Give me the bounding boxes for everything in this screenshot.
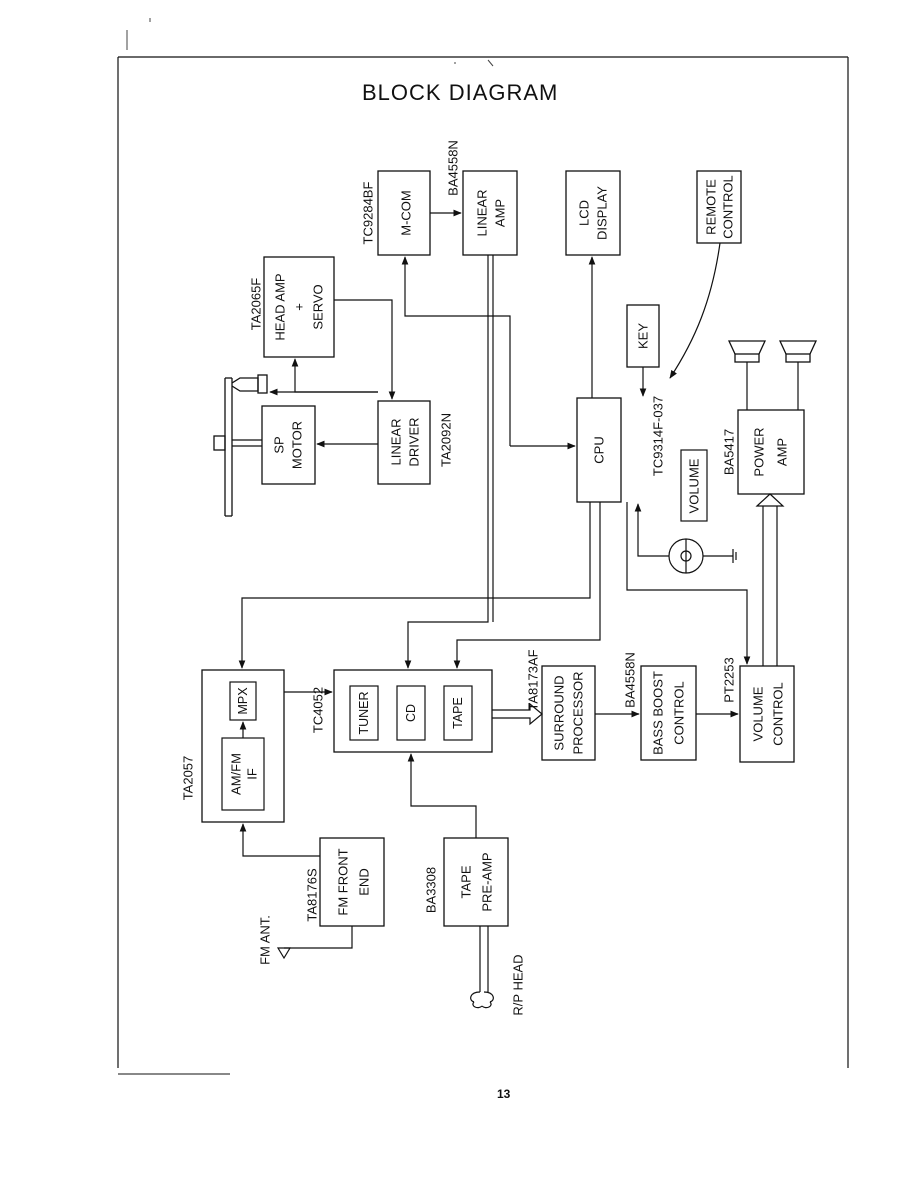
remote-label-2: CONTROL xyxy=(721,175,736,239)
volume-control-label-1: VOLUME xyxy=(751,686,766,741)
linear-driver-label-1: LINEAR xyxy=(389,419,404,466)
cpu-chip: TC9314F-037 xyxy=(651,396,666,476)
surround-block xyxy=(541,665,596,761)
signal-lines xyxy=(238,209,799,992)
fm-front-end-block xyxy=(319,837,385,927)
am-fm-label-1: AM/FM xyxy=(229,753,244,795)
if-block-chip: TA2057 xyxy=(181,756,196,801)
linear-driver-chip: TA2092N xyxy=(439,413,454,467)
cd-block xyxy=(396,685,426,741)
page-number: 13 xyxy=(497,1087,511,1101)
power-amp-label-1: POWER xyxy=(752,427,767,476)
tape-block xyxy=(443,685,473,741)
m-com-label: M-COM xyxy=(399,190,414,236)
lcd-label-1: LCD xyxy=(577,200,592,226)
selector-block xyxy=(333,669,493,753)
surround-chip: TA8173AF xyxy=(526,649,541,710)
if-block xyxy=(201,669,285,823)
mpx-label: MPX xyxy=(236,687,250,715)
scan-marks xyxy=(126,18,494,67)
selector-to-surround-arrow xyxy=(492,702,543,726)
linear-amp-label-2: AMP xyxy=(493,199,508,227)
cpu-label: CPU xyxy=(592,436,607,463)
speaker-icon xyxy=(727,340,818,363)
linear-amp-chip: BA4558N xyxy=(446,140,461,196)
bass-boost-chip: BA4558N xyxy=(623,652,638,708)
key-label: KEY xyxy=(636,323,651,349)
head-amp-label-3: SERVO xyxy=(311,284,326,329)
volume-control-chip: PT2253 xyxy=(722,657,737,703)
rp-head-label: R/P HEAD xyxy=(511,954,526,1015)
linear-amp-label-1: LINEAR xyxy=(475,190,490,237)
fm-ant-label: FM ANT. xyxy=(258,915,273,965)
sp-motor-block xyxy=(261,405,316,485)
head-amp-block xyxy=(263,256,335,358)
head-amp-chip: TA2065F xyxy=(249,278,264,331)
tape-preamp-label-1: TAPE xyxy=(459,865,474,898)
power-amp-label-2: AMP xyxy=(775,438,790,466)
page-title: BLOCK DIAGRAM xyxy=(362,80,558,105)
m-com-chip: TC9284BF xyxy=(361,182,376,245)
cpu-block xyxy=(576,397,622,503)
mpx-block xyxy=(229,681,257,721)
tape-preamp-chip: BA3308 xyxy=(424,867,439,913)
volume-control-block xyxy=(739,665,795,763)
am-fm-label-2: IF xyxy=(245,768,260,780)
surround-label-2: PROCESSOR xyxy=(571,671,586,754)
linear-driver-block xyxy=(377,400,431,485)
linear-driver-label-2: DRIVER xyxy=(407,417,422,466)
antenna-icon xyxy=(276,947,292,960)
volume-block xyxy=(680,449,708,522)
sp-motor-label-1: SP xyxy=(272,436,287,453)
tape-head-icon xyxy=(470,991,494,1009)
remote-control-block xyxy=(696,170,742,244)
volume-label: VOLUME xyxy=(687,458,702,513)
remote-label-1: REMOTE xyxy=(704,179,719,235)
surround-label-1: SURROUND xyxy=(552,675,567,750)
power-amp-block xyxy=(737,409,805,495)
bass-boost-label-1: BASS BOOST xyxy=(651,671,666,755)
volume-control-label-2: CONTROL xyxy=(771,682,786,746)
linear-amp-block xyxy=(462,170,518,256)
tape-label: TAPE xyxy=(451,697,465,729)
power-amp-chip: BA5417 xyxy=(722,429,737,475)
tape-preamp-label-2: PRE-AMP xyxy=(480,852,495,911)
head-amp-label-1: HEAD AMP xyxy=(273,273,288,340)
disc-spindle-icon xyxy=(213,374,268,517)
cd-label: CD xyxy=(404,704,418,722)
lcd-display-block xyxy=(565,170,621,256)
page-frame xyxy=(117,56,849,1068)
lcd-label-2: DISPLAY xyxy=(595,186,610,240)
sp-motor-label-2: MOTOR xyxy=(290,421,305,469)
bass-boost-label-2: CONTROL xyxy=(672,681,687,745)
head-amp-label-2: + xyxy=(292,303,307,311)
bass-boost-block xyxy=(640,665,697,761)
selector-chip: TC4052 xyxy=(311,687,326,733)
fm-front-end-label-1: FM FRONT xyxy=(336,848,351,915)
tape-preamp-block xyxy=(443,837,509,927)
volume-knob-icon xyxy=(668,538,737,574)
fm-front-end-label-2: END xyxy=(357,868,372,895)
tuner-block xyxy=(349,685,379,741)
tuner-label: TUNER xyxy=(357,691,371,734)
fm-front-end-chip: TA8176S xyxy=(305,868,320,922)
